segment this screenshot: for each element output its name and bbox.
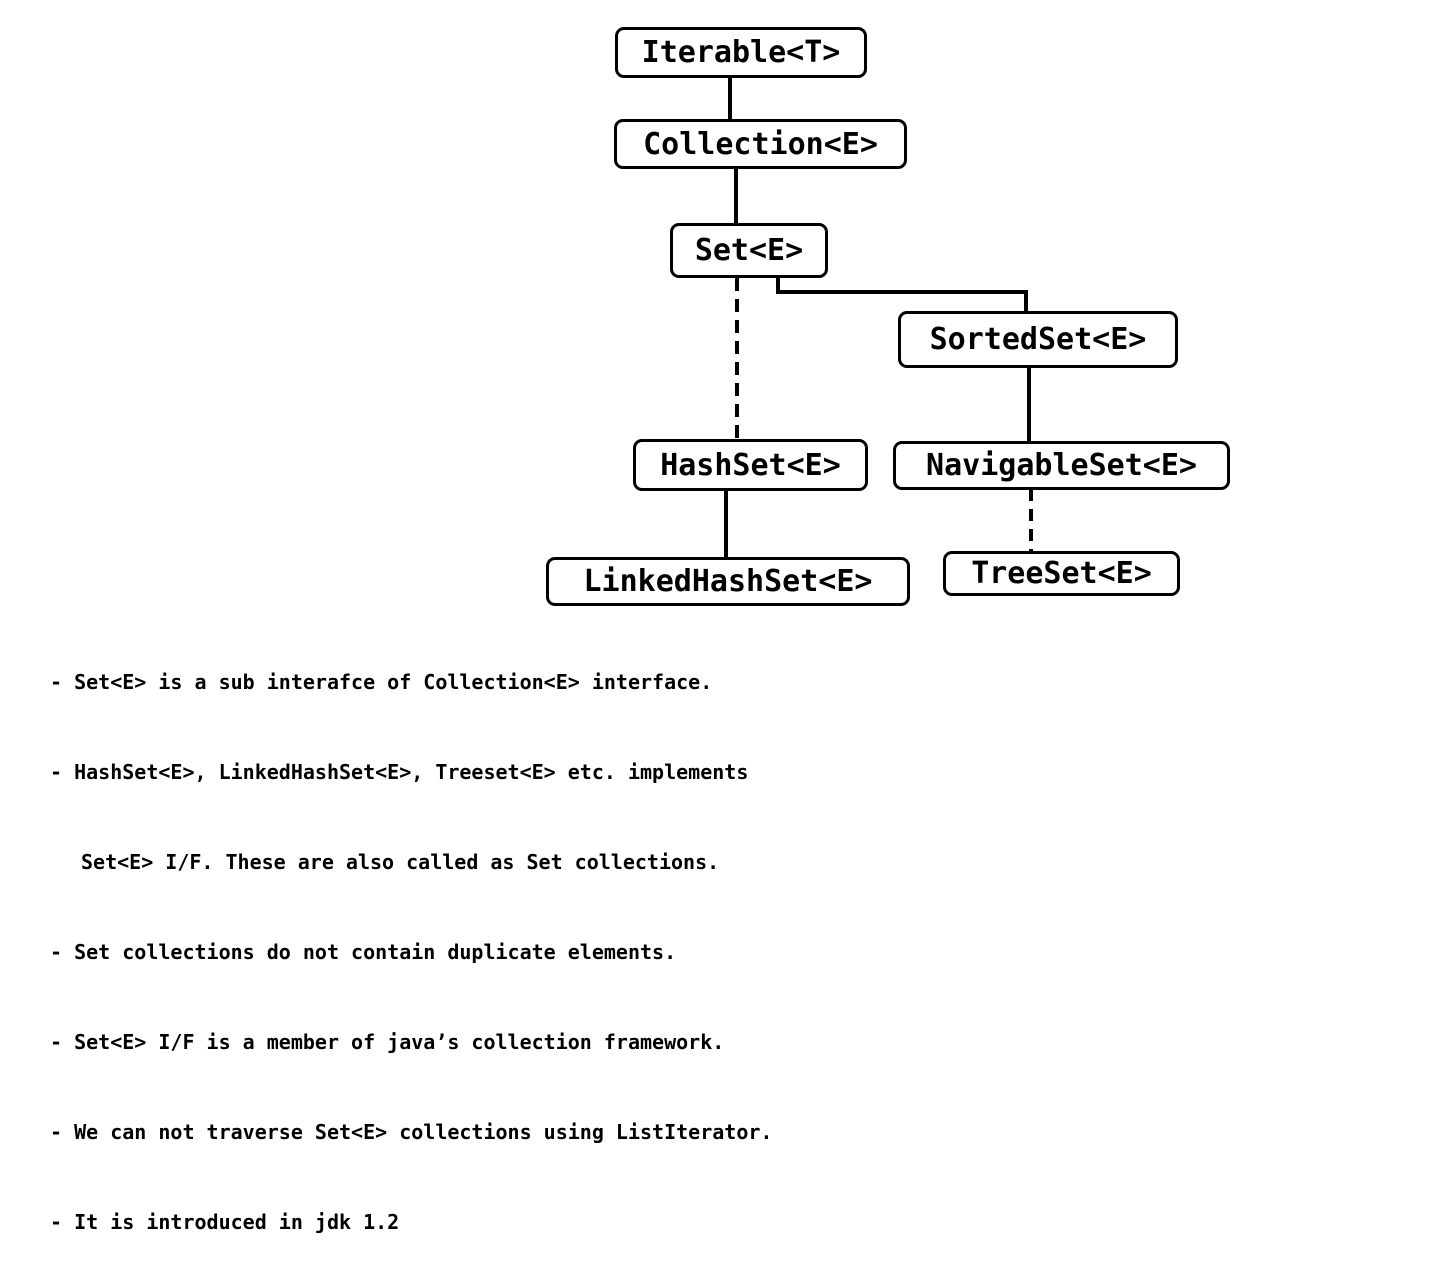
note-item: - HashSet<E>, LinkedHashSet<E>, Treeset<… [50,760,749,784]
note-item: - It is introduced in jdk 1.2 [50,1210,400,1234]
node-hashset: HashSet<E> [633,439,868,491]
node-hashset-label: HashSet<E> [660,447,841,483]
notes-list: - Set<E> is a sub interafce of Collectio… [50,607,772,1267]
connector-lines [724,77,1033,559]
node-linkedhashset-label: LinkedHashSet<E> [583,564,873,599]
node-set: Set<E> [670,223,828,278]
node-collection: Collection<E> [614,119,907,169]
note-item: - Set<E> I/F is a member of java’s colle… [50,1030,725,1054]
note-item: - We can not traverse Set<E> collections… [50,1120,773,1144]
node-iterable: Iterable<T> [615,27,867,78]
node-sortedset: SortedSet<E> [898,311,1178,368]
node-iterable-label: Iterable<T> [641,35,841,70]
node-linkedhashset: LinkedHashSet<E> [546,557,910,606]
node-treeset-label: TreeSet<E> [971,556,1152,591]
node-treeset: TreeSet<E> [943,551,1180,596]
node-collection-label: Collection<E> [643,126,878,162]
note-item-continuation: Set<E> I/F. These are also called as Set… [81,850,720,874]
note-item: - Set collections do not contain duplica… [50,940,677,964]
node-sortedset-label: SortedSet<E> [929,322,1147,357]
note-item: - Set<E> is a sub interafce of Collectio… [50,670,713,694]
edge-set-sortedset [776,277,1028,312]
hierarchy-diagram: Iterable<T> Collection<E> Set<E> SortedS… [546,27,1230,606]
node-set-label: Set<E> [694,233,804,268]
node-navigableset-label: NavigableSet<E> [926,448,1197,483]
node-navigableset: NavigableSet<E> [893,441,1230,490]
